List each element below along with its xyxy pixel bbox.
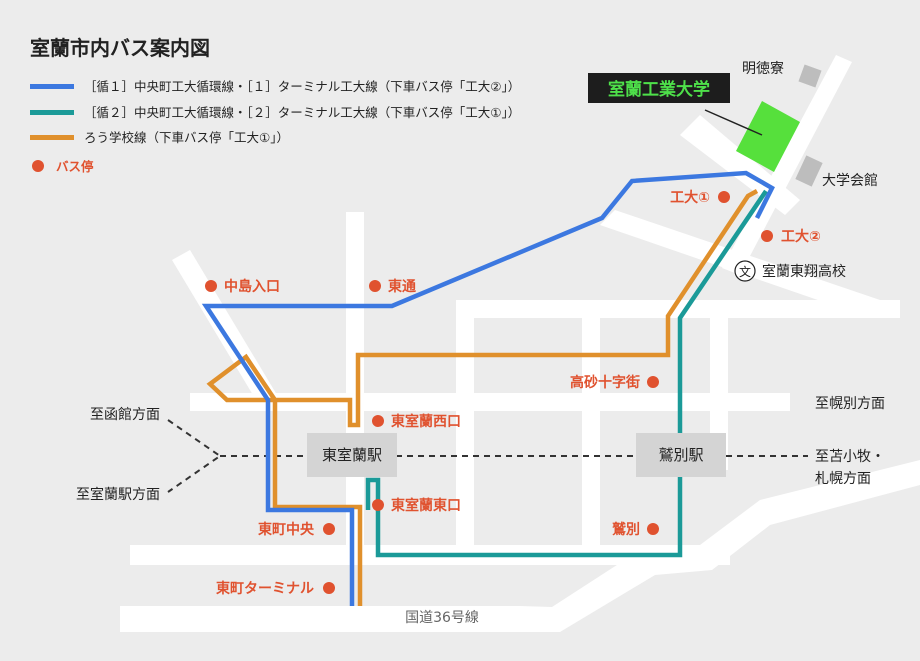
road-ns-1 [346,212,364,552]
route-orange [206,189,759,606]
school-icon [734,260,756,282]
legend-stop-icon [32,160,44,172]
stop-label-higashimachi-terminal: 東町ターミナル [216,580,314,597]
route-blue [201,170,775,606]
stop-label-higashimuroran-nishi: 東室蘭西口 [391,413,461,430]
legend-swatch-blue [30,84,74,89]
legend-swatch-orange [30,135,74,140]
stop-dot-higashimuroran-nishi [372,415,384,427]
school-label: 室蘭東翔高校 [762,263,846,280]
school-mark: 文 [739,264,751,279]
hall-label: 大学会館 [822,172,878,189]
road-ns-2 [456,300,474,552]
legend: ［循１］中央町工大循環線・［１］ターミナル工大線（下車バス停「工大②」） ［循２… [30,79,520,174]
stop-dot-kodai1 [718,191,730,203]
road-campus-ns [722,55,852,275]
road-ns-4 [710,300,728,470]
university-label-box [588,73,730,103]
stop-dot-washibetsu [647,523,659,535]
station-box-higashimuroran [307,433,397,477]
hall-building [795,155,823,187]
direction-hakodate: 至函館方面 [90,406,160,423]
legend-label-orange: ろう学校線（下車バス停「工大①」） [84,130,289,145]
university-pointer-line [704,109,763,136]
dormitory-label: 明徳寮 [742,60,784,77]
station-washibetsu: 鷲別駅 [658,446,703,464]
legend-label-teal: ［循２］中央町工大循環線・［２］ターミナル工大線（下車バス停「工大①」） [84,105,520,120]
road-mid-ew [190,393,790,411]
route-teal [365,189,768,558]
stop-label-higashidori: 東通 [388,278,416,295]
direction-muroran-station: 至室蘭駅方面 [76,486,160,503]
stop-label-takasago: 高砂十字街 [570,374,640,391]
stop-label-higashimuroran-higashi: 東室蘭東口 [391,497,461,514]
bus-stops: 工大① 工大② 中島入口 東通 高砂十字街 東室蘭西口 東室蘭東口 鷲別 東町中… [205,189,821,597]
stop-dot-takasago [647,376,659,388]
stop-label-higashimachi-chuo: 東町中央 [258,521,315,538]
road-north-ew [456,300,900,318]
stop-dot-higashimachi-terminal [323,582,335,594]
dormitory-building [798,64,822,88]
direction-tomakomai-1: 至苫小牧・ [815,448,885,465]
stop-label-kodai1: 工大① [670,189,710,206]
stop-label-nakajima: 中島入口 [224,278,280,295]
legend-label-blue: ［循１］中央町工大循環線・［１］ターミナル工大線（下車バス停「工大②」） [84,79,520,94]
station-box-washibetsu [636,433,726,477]
station-higashimuroran: 東室蘭駅 [322,446,382,464]
university-label: 室蘭工業大学 [608,79,710,100]
legend-label-stop: バス停 [56,159,94,174]
stop-dot-nakajima [205,280,217,292]
road-network [120,55,920,632]
university-campus [736,101,800,172]
road-route36 [120,460,920,632]
direction-horobetsu: 至幌別方面 [815,396,885,412]
stop-label-washibetsu: 鷲別 [612,521,640,538]
stop-dot-kodai2 [761,230,773,242]
stop-dot-higashimuroran-higashi [372,499,384,511]
stop-dot-higashimachi-chuo [323,523,335,535]
legend-swatch-teal [30,110,74,115]
road-label-route36: 国道36号線 [405,610,479,626]
map-title: 室蘭市内バス案内図 [30,36,210,60]
road-ns-3 [582,300,600,552]
stop-dot-higashidori [369,280,381,292]
stop-label-kodai2: 工大② [781,228,821,245]
direction-tomakomai-2: 札幌方面 [815,471,871,487]
